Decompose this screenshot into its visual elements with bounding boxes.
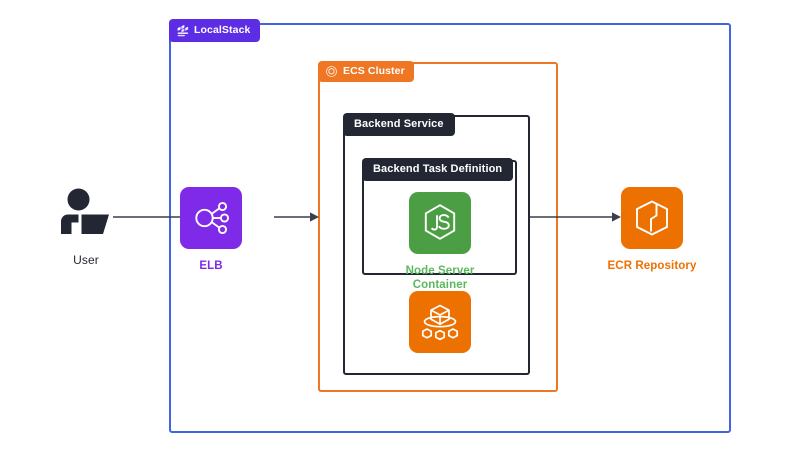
ecs-cluster-boundary (318, 62, 558, 392)
ecs-service-tile (409, 291, 471, 353)
backend-service-badge-label: Backend Service (354, 118, 444, 130)
node-node-server-container[interactable]: Node Server Container (380, 192, 500, 293)
node-server-tile (409, 192, 471, 254)
localstack-logo-icon (176, 24, 189, 37)
node-ecs-service[interactable] (380, 291, 500, 353)
elb-tile (180, 187, 242, 249)
node-user-label: User (73, 253, 99, 267)
ecr-repository-icon (636, 200, 668, 236)
localstack-badge: LocalStack (169, 19, 261, 42)
elastic-load-balancer-icon (195, 201, 230, 235)
backend-service-badge: Backend Service (343, 113, 455, 136)
node-server-container-label: Node Server Container (405, 265, 475, 291)
user-at-laptop-icon (55, 186, 117, 242)
node-ecr-repository-label: ECR Repository (607, 260, 697, 272)
localstack-badge-label: LocalStack (194, 24, 251, 37)
node-ecr-repository[interactable]: ECR Repository (592, 187, 712, 274)
arrow-backend-service-to-ecr (530, 211, 622, 223)
node-elb[interactable]: ELB (151, 187, 271, 274)
arrow-elb-to-ecs-cluster (274, 211, 320, 223)
ecs-service-cube-icon (421, 304, 459, 341)
ecs-cluster-icon (325, 65, 338, 78)
localstack-boundary (169, 23, 731, 433)
ecs-cluster-badge: ECS Cluster (318, 61, 414, 82)
task-definition-badge-label: Backend Task Definition (373, 163, 503, 175)
node-elb-label: ELB (199, 260, 223, 272)
ecs-cluster-badge-label: ECS Cluster (343, 65, 405, 78)
nodejs-icon (424, 204, 456, 240)
ecr-repository-tile (621, 187, 683, 249)
node-user[interactable]: User (26, 186, 146, 267)
task-definition-badge: Backend Task Definition (362, 158, 514, 181)
